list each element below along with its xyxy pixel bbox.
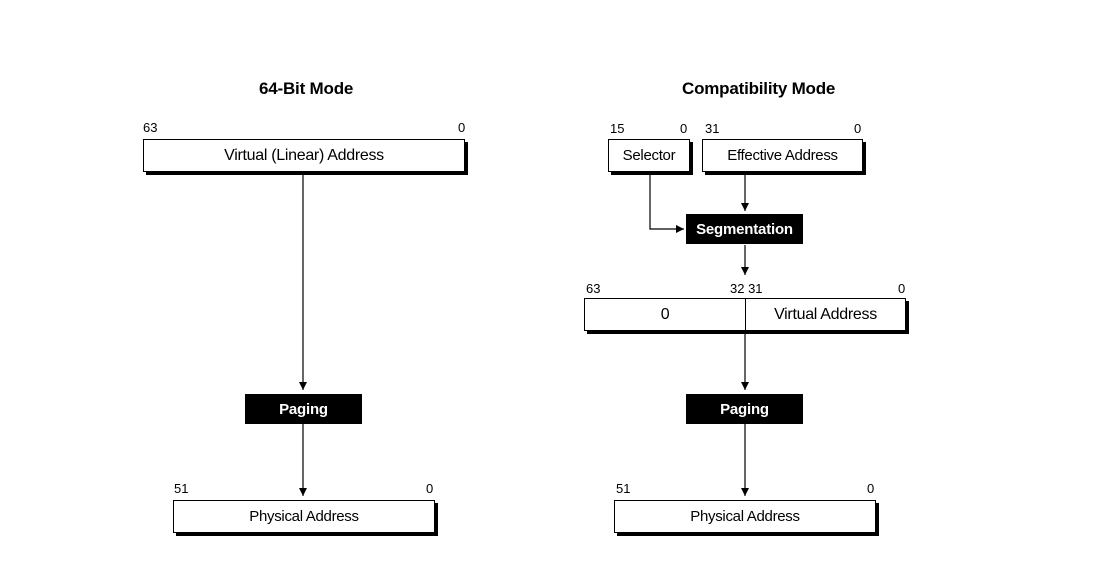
arrow-selector-to-segmentation [649, 173, 684, 233]
paging-label-left: Paging [279, 400, 328, 418]
effective-address-box: Effective Address [702, 139, 863, 172]
physical-address-box-right: Physical Address [614, 500, 876, 533]
virtual-hi-bit: 63 [143, 120, 158, 135]
virtual-lo-bit: 0 [458, 120, 466, 135]
lower-bits-field: Virtual Address [746, 299, 905, 330]
effective-lo-bit: 0 [854, 121, 862, 136]
selector-hi-bit: 15 [610, 121, 625, 136]
paging-box-right: Paging [686, 394, 803, 424]
physical-hi-bit-right: 51 [616, 481, 631, 496]
virtual-linear-address-label: Virtual (Linear) Address [224, 146, 384, 164]
paging-label-right: Paging [720, 400, 769, 418]
effective-address-label: Effective Address [727, 147, 838, 164]
virtual-linear-address-box: Virtual (Linear) Address [143, 139, 465, 172]
virtual-address-box: 0 Virtual Address [584, 298, 906, 331]
physical-hi-bit-left: 51 [174, 481, 189, 496]
upper-bits-field: 0 [585, 299, 746, 330]
virtual-address-label: Virtual Address [774, 305, 877, 323]
physical-address-label-right: Physical Address [690, 508, 800, 525]
combined-hi-bit: 63 [586, 281, 601, 296]
paging-box-left: Paging [245, 394, 362, 424]
physical-address-box-left: Physical Address [173, 500, 435, 533]
selector-box: Selector [608, 139, 690, 172]
combined-lo-bit: 0 [898, 281, 906, 296]
selector-lo-bit: 0 [680, 121, 688, 136]
upper-bits-value: 0 [660, 305, 670, 323]
selector-label: Selector [622, 147, 676, 164]
combined-mid-bits: 32 31 [730, 281, 763, 296]
right-title: Compatibility Mode [682, 79, 836, 98]
physical-address-label-left: Physical Address [249, 508, 359, 525]
effective-hi-bit: 31 [705, 121, 720, 136]
physical-lo-bit-left: 0 [426, 481, 434, 496]
segmentation-label: Segmentation [696, 220, 793, 238]
segmentation-box: Segmentation [686, 214, 803, 244]
physical-lo-bit-right: 0 [867, 481, 875, 496]
left-title: 64-Bit Mode [259, 79, 354, 98]
